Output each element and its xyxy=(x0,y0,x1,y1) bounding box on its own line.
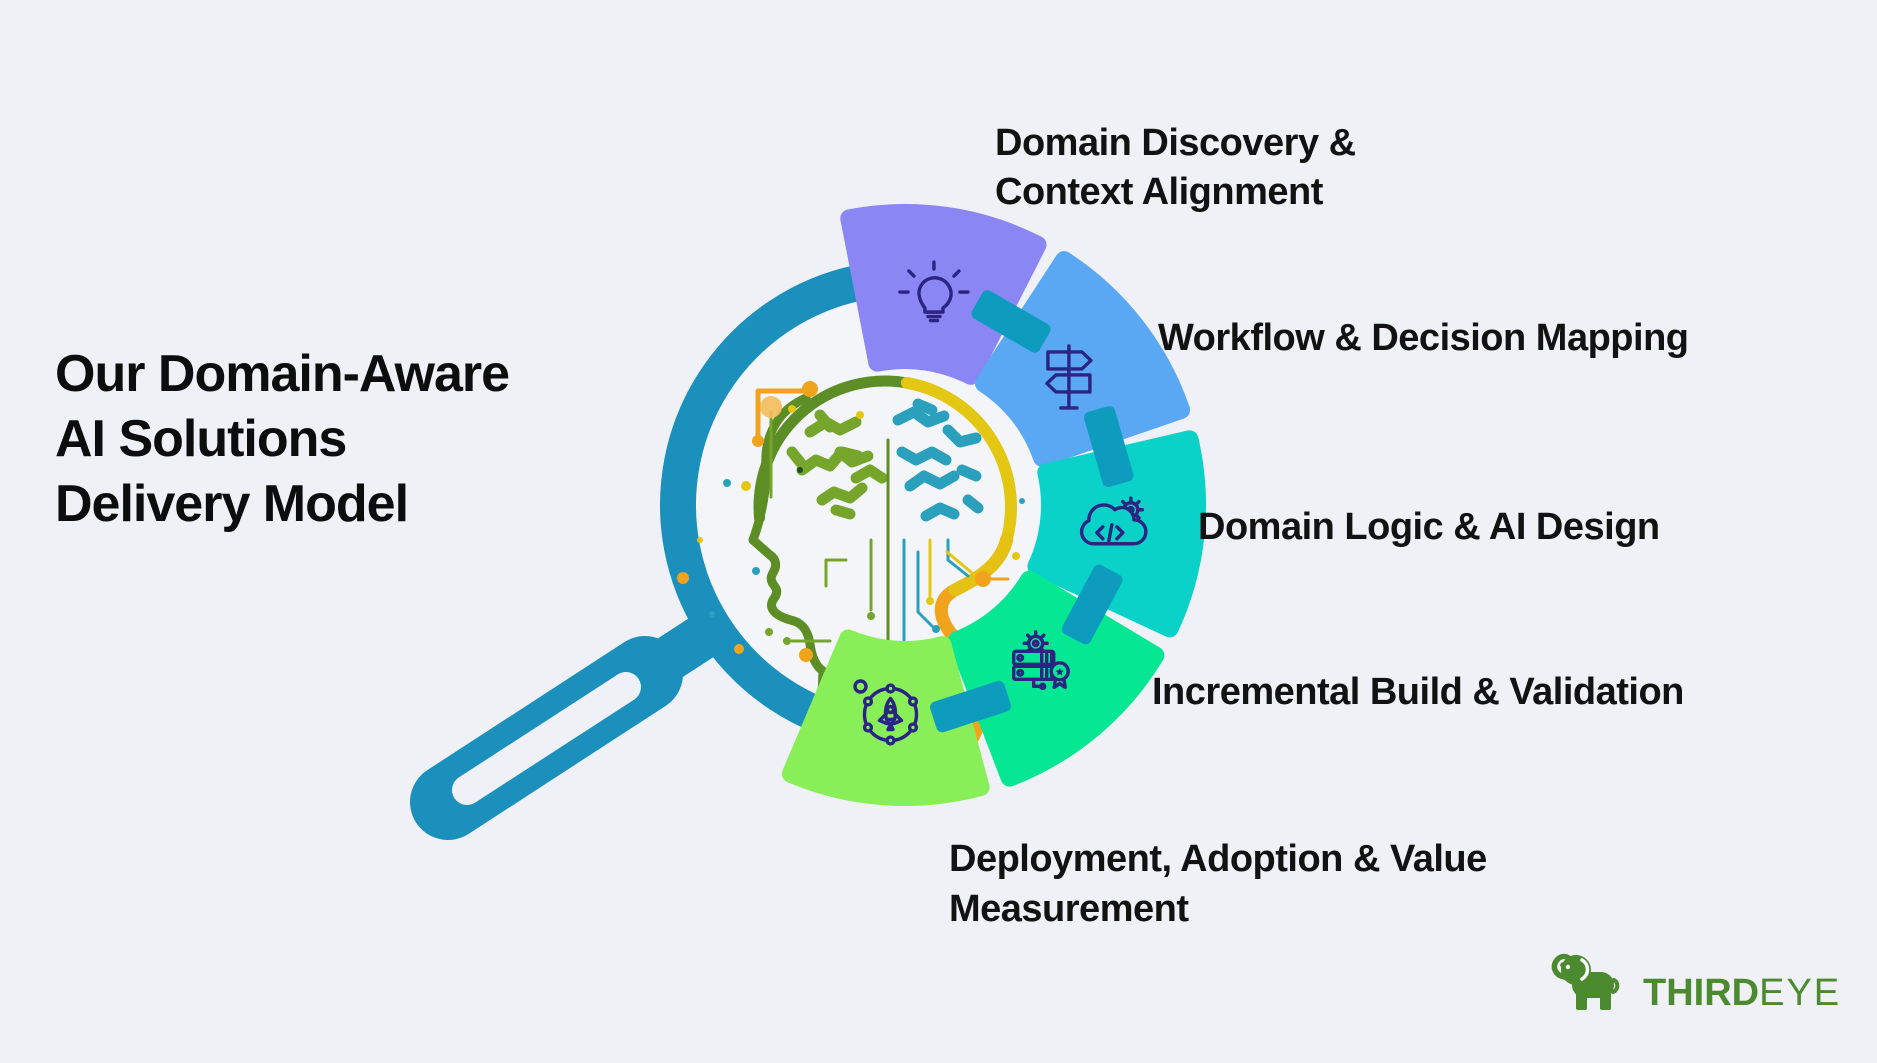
step-label-workflow-mapping: Workflow & Decision Mapping xyxy=(1158,314,1689,363)
step-label-line: Domain Logic & AI Design xyxy=(1198,506,1660,548)
wedge-connector xyxy=(971,290,1051,353)
logo-text-bold: THIRD xyxy=(1643,972,1760,1014)
thirdeye-logo: THIRDEYE xyxy=(1643,972,1841,1015)
page-title: Our Domain-Aware AI Solutions Delivery M… xyxy=(55,342,510,537)
step-label-deployment-value: Deployment, Adoption & Value Measurement xyxy=(949,834,1487,934)
rocket-network-icon xyxy=(853,679,919,746)
step-label-line: Measurement xyxy=(949,888,1189,930)
step-wedge-2 xyxy=(974,251,1191,467)
lightbulb-icon xyxy=(898,260,970,323)
step-label-line: Deployment, Adoption & Value xyxy=(949,838,1487,880)
step-label-line: Domain Discovery & xyxy=(995,122,1356,164)
head-circuit-illustration xyxy=(677,375,1025,759)
brain-left xyxy=(786,409,888,520)
page-title-line: Delivery Model xyxy=(55,475,409,533)
signpost-icon xyxy=(1045,344,1093,410)
page-title-line: AI Solutions xyxy=(55,410,347,468)
step-wedge-1 xyxy=(840,204,1047,385)
magnifier-handle xyxy=(410,608,729,840)
step-label-line: Context Alignment xyxy=(995,171,1323,213)
step-label-line: Workflow & Decision Mapping xyxy=(1158,317,1689,359)
elephant-icon xyxy=(1551,953,1620,1010)
wedge-connector xyxy=(1061,564,1123,645)
cloud-code-icon xyxy=(1079,496,1148,546)
page-title-line: Our Domain-Aware xyxy=(55,345,510,403)
brain-right xyxy=(892,398,984,522)
step-label-incremental-build: Incremental Build & Validation xyxy=(1152,668,1684,717)
wedge-connector xyxy=(930,680,1011,733)
step-icons xyxy=(853,260,1148,746)
step-label-domain-discovery: Domain Discovery & Context Alignment xyxy=(995,119,1356,217)
step-label-domain-logic: Domain Logic & AI Design xyxy=(1198,503,1660,552)
wedge-connector xyxy=(1084,406,1134,488)
server-award-icon xyxy=(1011,630,1070,691)
logo-text-light: EYE xyxy=(1759,972,1842,1014)
wedge-connectors xyxy=(930,290,1134,733)
step-label-line: Incremental Build & Validation xyxy=(1152,671,1684,713)
